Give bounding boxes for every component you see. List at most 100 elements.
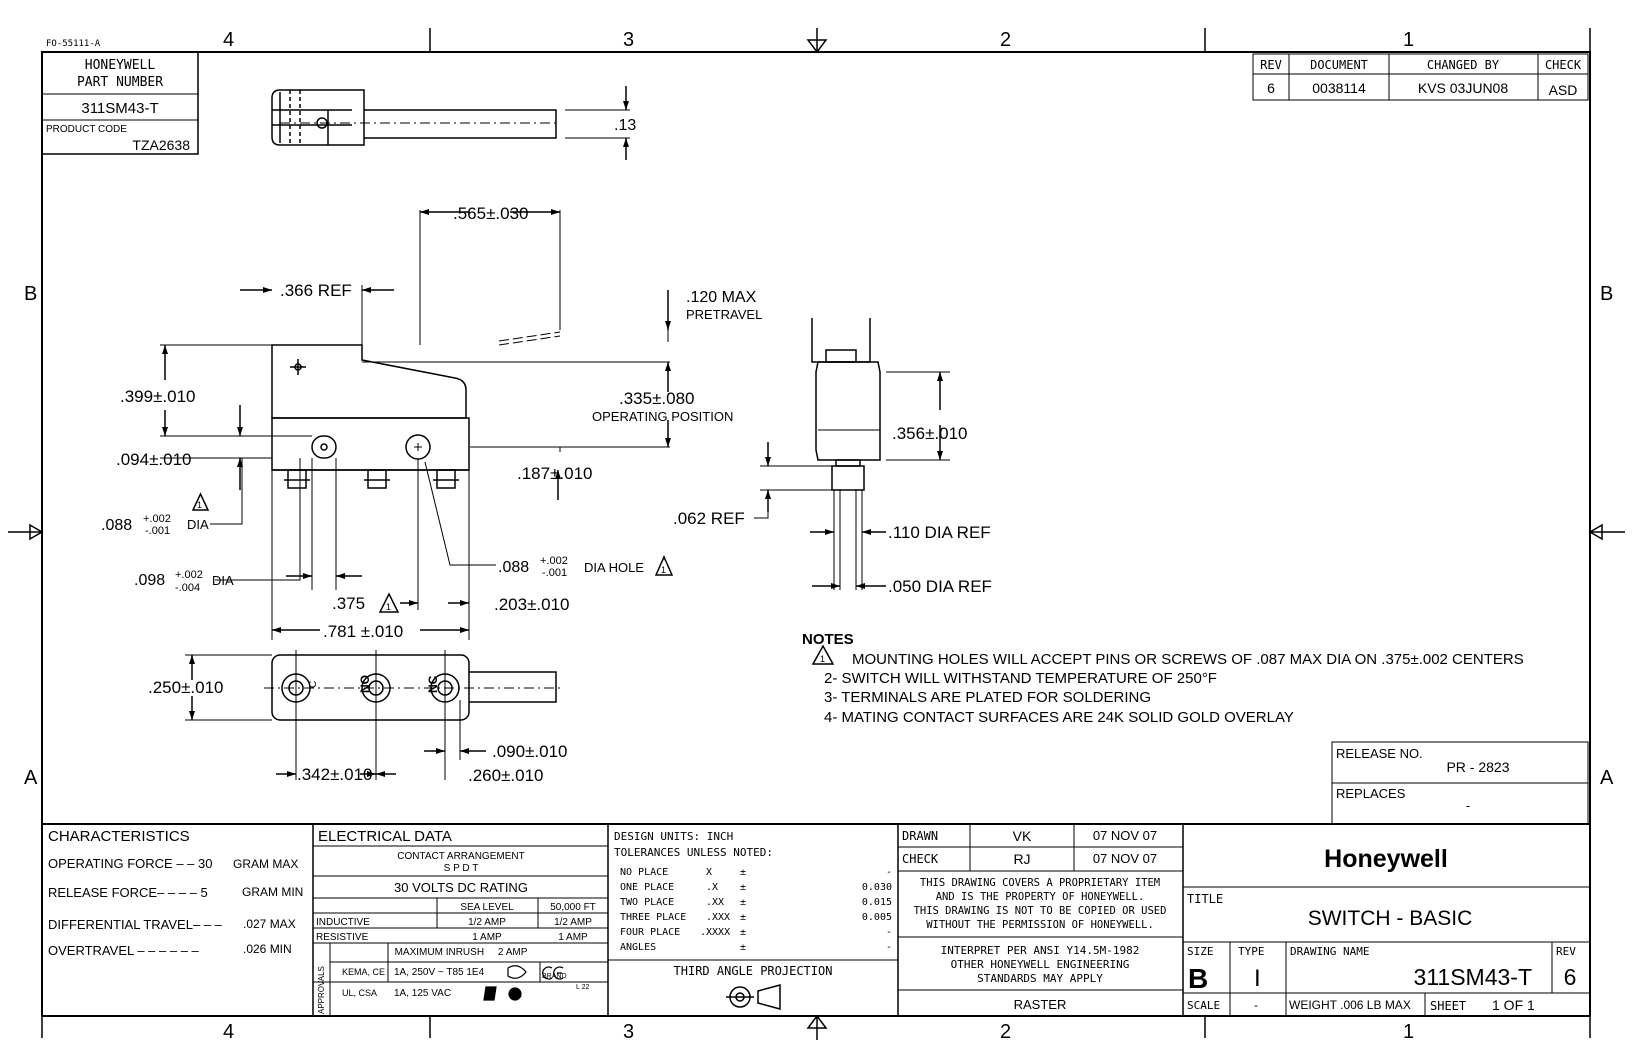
char-row-3-label: DIFFERENTIAL TRAVEL– – – bbox=[48, 917, 223, 932]
tol-row-3-label: TWO PLACE bbox=[620, 897, 674, 908]
weight: WEIGHT .006 LB MAX bbox=[1289, 998, 1411, 1012]
tol-row-2-fmt: .X bbox=[706, 882, 718, 893]
drawing-title: SWITCH - BASIC bbox=[1308, 907, 1473, 930]
tol-row-1-val: - bbox=[886, 867, 892, 878]
tol-row-4-fmt: .XXX bbox=[706, 912, 730, 923]
rev-header-document: DOCUMENT bbox=[1310, 58, 1368, 72]
char-row-3-value: .027 MAX bbox=[243, 917, 296, 931]
part-box-title-2: PART NUMBER bbox=[77, 75, 163, 90]
inductive-alt: 1/2 AMP bbox=[554, 917, 592, 928]
proprietary-line-3: THIS DRAWING IS NOT TO BE COPIED OR USED bbox=[914, 905, 1167, 917]
contact-arrangement-value: S P D T bbox=[444, 863, 479, 874]
interpret-line-3: STANDARDS MAY APPLY bbox=[977, 972, 1103, 985]
replaces-label: REPLACES bbox=[1336, 786, 1406, 801]
note-2: 2- SWITCH WILL WITHSTAND TEMPERATURE OF … bbox=[824, 670, 1217, 687]
zone-row-a-right: A bbox=[1600, 767, 1614, 789]
size-label: SIZE bbox=[1187, 945, 1214, 958]
rev-header-changed-by: CHANGED BY bbox=[1427, 58, 1500, 72]
dim-hole-088-left: .088 bbox=[101, 517, 132, 534]
dim-781: .781 ±.010 bbox=[323, 622, 403, 641]
tol-row-4-label: THREE PLACE bbox=[620, 912, 686, 923]
center-mark-right bbox=[1588, 523, 1603, 541]
tol-row-6-pm: ± bbox=[740, 942, 746, 953]
front-view bbox=[160, 209, 671, 640]
type-label: TYPE bbox=[1238, 945, 1265, 958]
zone-col-4-bottom: 4 bbox=[223, 1021, 234, 1043]
rev-value: 6 bbox=[1267, 80, 1275, 96]
zone-col-1-bottom: 1 bbox=[1403, 1021, 1414, 1043]
contact-arrangement-label: CONTACT ARRANGEMENT bbox=[397, 851, 524, 862]
dim-dia-050: .050 DIA REF bbox=[888, 577, 992, 596]
raster-label: RASTER bbox=[1014, 997, 1067, 1012]
tol-row-6-label: ANGLES bbox=[620, 942, 656, 953]
resistive-alt: 1 AMP bbox=[558, 932, 588, 943]
release-number: PR - 2823 bbox=[1446, 759, 1509, 775]
note-1-flag-number: 1 bbox=[820, 654, 825, 664]
honeywell-logo: Honeywell bbox=[1324, 845, 1448, 873]
notes-heading: NOTES bbox=[802, 631, 854, 648]
tol-row-4-pm: ± bbox=[740, 912, 746, 923]
note-flag-triangle-1 bbox=[191, 492, 210, 511]
char-row-1-value: GRAM MAX bbox=[233, 857, 298, 871]
replaces-value: - bbox=[1466, 798, 1470, 813]
kema-mark-icon bbox=[507, 965, 527, 979]
voltage-rating: 30 VOLTS DC RATING bbox=[394, 880, 528, 895]
max-inrush: MAXIMUM INRUSH 2 AMP bbox=[395, 947, 528, 958]
note-3: 3- TERMINALS ARE PLATED FOR SOLDERING bbox=[824, 689, 1151, 706]
check-label: CHECK bbox=[902, 852, 939, 866]
design-units: DESIGN UNITS: INCH bbox=[614, 830, 733, 843]
zone-col-2-bottom: 2 bbox=[1000, 1021, 1011, 1043]
char-row-4-label: OVERTRAVEL – – – – – – bbox=[48, 943, 200, 958]
zone-col-4-top: 4 bbox=[223, 29, 234, 51]
ul-csa-mark-icon bbox=[508, 987, 522, 1001]
dim-hole-098-plus: +.002 bbox=[175, 569, 203, 581]
dim-399: .399±.010 bbox=[120, 387, 196, 406]
dim-pretravel-2: PRETRAVEL bbox=[686, 307, 762, 322]
tol-row-4-val: 0.005 bbox=[862, 912, 892, 923]
tol-row-1-fmt: X bbox=[706, 867, 712, 878]
dim-hole-098: .098 bbox=[134, 572, 165, 589]
approval-marks bbox=[483, 965, 564, 1001]
tol-row-5-fmt: .XXXX bbox=[700, 927, 730, 938]
char-row-4-value: .026 MIN bbox=[243, 942, 292, 956]
dim-187: .187±.010 bbox=[517, 464, 593, 483]
size-value: B bbox=[1188, 963, 1208, 994]
bottom-table-grid bbox=[42, 823, 1590, 1016]
note-flag-1-label: 1 bbox=[197, 500, 202, 510]
resistive-label: RESISTIVE bbox=[316, 932, 369, 943]
dim-342: .342±.010 bbox=[297, 765, 373, 784]
top-view bbox=[271, 86, 630, 160]
tol-row-1-pm: ± bbox=[740, 867, 746, 878]
approval-2-agency: UL, CSA bbox=[342, 988, 377, 998]
revision-block: REV DOCUMENT CHANGED BY CHECK 6 0038114 … bbox=[1252, 53, 1589, 101]
title-label: TITLE bbox=[1187, 892, 1223, 906]
dim-hole-088-right-plus: +.002 bbox=[540, 555, 568, 567]
dim-090: .090±.010 bbox=[492, 742, 568, 761]
dim-hole-098-minus: -.004 bbox=[175, 582, 200, 594]
proprietary-line-2: AND IS THE PROPERTY OF HONEYWELL. bbox=[936, 891, 1145, 903]
drawing-name-label: DRAWING NAME bbox=[1290, 945, 1369, 958]
note-flag-triangle-3 bbox=[378, 592, 400, 613]
drawing-name: 311SM43-T bbox=[1414, 964, 1532, 990]
third-angle-projection-icon bbox=[726, 984, 781, 1010]
dim-094: .094±.010 bbox=[116, 450, 192, 469]
center-mark-top bbox=[806, 28, 828, 54]
rev-header-rev: REV bbox=[1260, 58, 1282, 72]
rev-document: 0038114 bbox=[1312, 80, 1366, 96]
dim-250: .250±.010 bbox=[148, 678, 224, 697]
tol-row-5-label: FOUR PLACE bbox=[620, 927, 680, 938]
interpret-line-1: INTERPRET PER ANSI Y14.5M-1982 bbox=[941, 944, 1140, 957]
sheet-value: 1 OF 1 bbox=[1492, 997, 1535, 1013]
rev-changed-by: KVS 03JUN08 bbox=[1418, 80, 1508, 96]
drawn-label: DRAWN bbox=[902, 829, 938, 843]
tol-row-1-label: NO PLACE bbox=[620, 867, 668, 878]
approval-2-rating: 1A, 125 VAC bbox=[394, 988, 451, 999]
rev-label: REV bbox=[1556, 945, 1576, 958]
part-box-title-1: HONEYWELL bbox=[85, 58, 156, 73]
note-1-flag-icon bbox=[811, 644, 835, 665]
brand-code: L 22 bbox=[576, 984, 589, 991]
note-4: 4- MATING CONTACT SURFACES ARE 24K SOLID… bbox=[824, 709, 1294, 726]
tol-row-3-fmt: .XX bbox=[706, 897, 724, 908]
drawn-date: 07 NOV 07 bbox=[1093, 828, 1157, 843]
projection-label: THIRD ANGLE PROJECTION bbox=[674, 964, 833, 978]
